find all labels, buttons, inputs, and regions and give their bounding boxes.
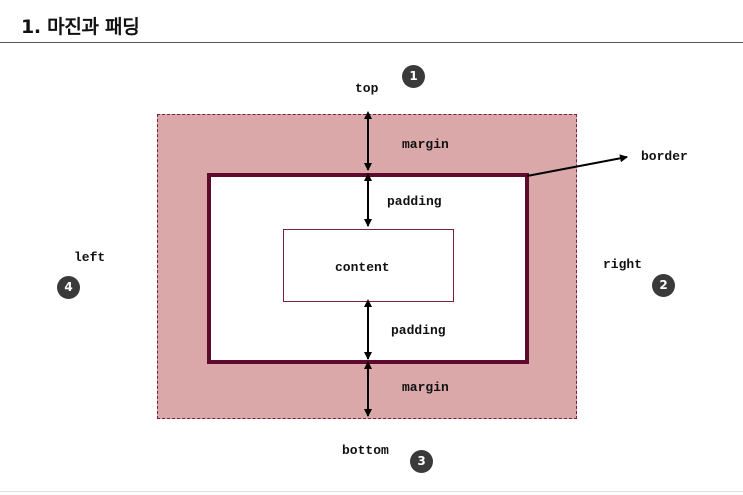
margin-top-label: margin <box>402 137 449 152</box>
border-label: border <box>641 149 688 164</box>
title-divider <box>0 42 743 43</box>
badge-left: 4 <box>57 276 80 299</box>
margin-bottom-label: margin <box>402 380 449 395</box>
page-title: 1. 마진과 패딩 <box>21 16 140 38</box>
content-area <box>283 229 454 302</box>
top-label: top <box>355 81 379 96</box>
content-label: content <box>335 260 390 275</box>
left-label: left <box>74 250 106 265</box>
right-label: right <box>603 257 643 272</box>
padding-bottom-label: padding <box>391 323 446 338</box>
badge-top: 1 <box>402 65 425 88</box>
bottom-label: bottom <box>342 443 389 458</box>
bottom-divider <box>0 491 743 492</box>
border-pointer-arrow <box>526 154 628 177</box>
badge-bottom: 3 <box>410 450 433 473</box>
badge-right: 2 <box>652 274 675 297</box>
padding-top-label: padding <box>387 194 442 209</box>
